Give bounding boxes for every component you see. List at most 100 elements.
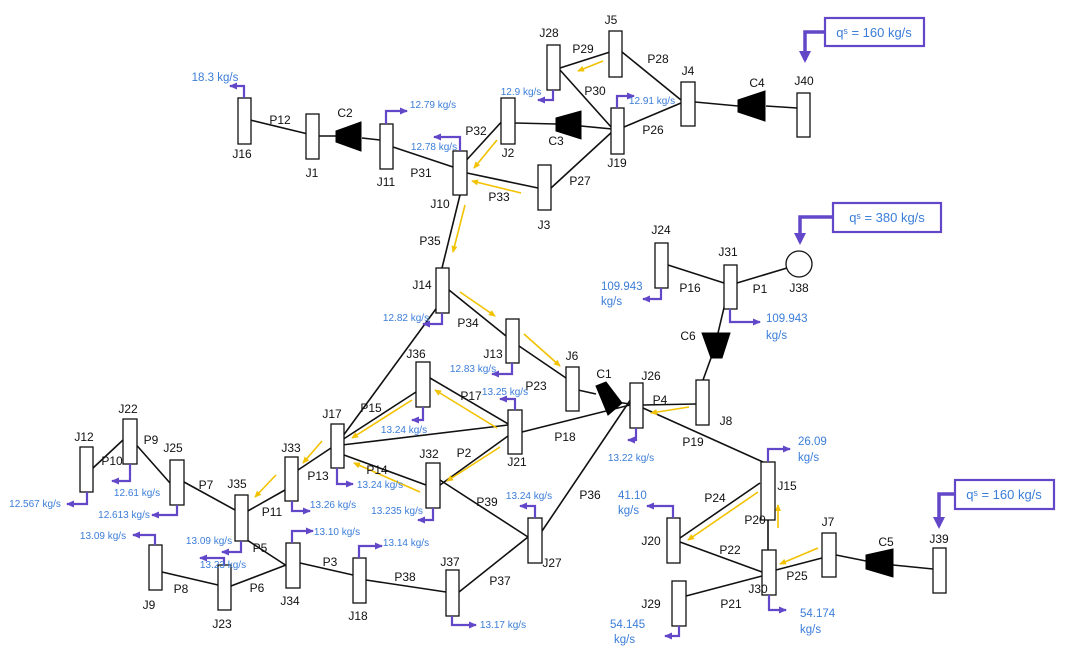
pipe-c2-j11 [361,137,381,141]
junction-j18 [352,557,367,604]
pipe-p23 [429,377,511,426]
junction-j24 [654,242,669,289]
junction-j26 [629,382,644,429]
junction-label: J36 [406,347,426,361]
demand-value-j15: 26.09 [798,436,827,448]
junction-j13 [505,318,520,364]
demand-value-j32: 13.235 kg/s [371,506,423,517]
demand-value-j19: 12.91 kg/s [629,96,675,107]
junction-label: J26 [641,369,661,383]
flow-arrow-p23 [434,389,498,429]
flow-arrows [254,60,819,565]
pipe-p27 [550,130,614,189]
supply-label-j39: qˢ = 160 kg/s [966,487,1042,502]
pipe-label: P36 [579,488,601,502]
demand-arrow-j20 [646,502,675,518]
demand-unit-j31: kg/s [766,330,787,342]
pipe-j13-j6 [518,345,567,379]
junction-j5 [608,30,623,78]
flow-arrow-p15 [351,399,413,439]
pipe-p16 [667,264,725,284]
demand-arrow-j24 [642,288,663,303]
pipe-label: P20 [744,513,766,527]
pipe-label: P12 [269,113,291,127]
pipe-p25 [775,557,823,571]
supply-source-j38 [785,250,813,278]
junction-j32 [425,462,441,509]
demand-arrow-j22 [111,464,132,485]
demand-arrow-j12 [66,492,89,508]
demand-arrow-j34 [290,527,314,543]
pipe-label: P32 [465,124,487,138]
pipe-p6 [230,564,287,587]
pipe-label: P35 [419,234,441,248]
pipe-label: P9 [144,433,159,447]
pipe-p21 [685,575,763,597]
compressor-c5 [865,548,894,578]
junction-label: J40 [794,74,814,88]
supply-label-j38: qˢ = 380 kg/s [849,210,925,225]
demand-value-j25: 12.613 kg/s [98,510,150,521]
demand-arrow-j36 [411,407,425,424]
junction-label: J24 [651,223,671,237]
demand-value-j17: 13.24 kg/s [357,480,403,491]
compressor-c3 [555,110,582,140]
demand-value-j34: 13.10 kg/s [314,527,360,538]
junction-label: J13 [483,347,503,361]
flow-arrow-p13 [302,440,323,464]
junction-label: J4 [682,64,695,78]
demand-arrow-j32 [417,508,435,524]
pipe-p8 [161,571,219,586]
pipe-label: P21 [720,597,742,611]
demand-value-j28: 12.9 kg/s [501,87,542,98]
demand-value-j29: 54.145 [610,619,645,631]
pipe-c5-j39 [892,564,934,570]
demand-arrow-j18 [357,542,383,558]
junction-label: J12 [74,430,94,444]
junction-label: J38 [789,281,809,295]
junction-label: J2 [502,146,515,160]
flow-arrow-p14 [353,462,421,493]
demand-value-j21: 13.25 kg/s [482,387,528,398]
flow-arrow-p32 [473,139,498,169]
flow-arrow-p33 [471,179,522,194]
pipe-p12 [249,119,309,135]
pipe-label: P29 [572,42,594,56]
pipe-p19 [642,407,764,463]
pipe-p38 [365,579,447,593]
pipe-p30 [559,69,613,129]
junction-label: J29 [641,597,661,611]
pipe-label: P30 [584,84,606,98]
junction-j34 [285,542,301,589]
pipe-p1 [736,267,788,284]
pipe-label: P1 [753,282,768,296]
flow-arrow-p4 [650,406,690,416]
pipe-p10 [92,439,124,469]
demand-unit-j15: kg/s [798,452,819,464]
compressor-c2 [335,121,362,152]
pipe-label: P5 [253,541,268,555]
junction-j14 [435,267,450,314]
junction-label: J17 [322,407,342,421]
compressor-label: C3 [548,134,564,148]
pipe-label: P38 [394,570,416,584]
pipe-j7-c5 [835,554,867,562]
demand-value-j23: 13.23 kg/s [200,560,246,571]
demand-arrow-j35 [221,541,243,556]
demand-arrow-j15 [766,445,791,462]
flow-arrow-p34 [459,291,496,317]
junction-j16 [237,97,252,145]
demand-value-j36: 13.24 kg/s [381,425,427,436]
flow-arrow-p11 [254,474,277,498]
demand-value-j13: 12.83 kg/s [450,364,496,375]
pipe-label: P17 [460,389,482,403]
junction-j33 [284,456,299,502]
pipe-p39 [439,479,529,538]
demand-unit-j20: kg/s [618,505,639,517]
junction-label: J10 [430,197,450,211]
pipe-label: P18 [554,430,576,444]
demand-arrow-j23 [199,554,226,565]
junction-j10 [452,150,468,196]
pipe-label: P7 [199,478,214,492]
pipe-c3-j19 [580,125,613,130]
